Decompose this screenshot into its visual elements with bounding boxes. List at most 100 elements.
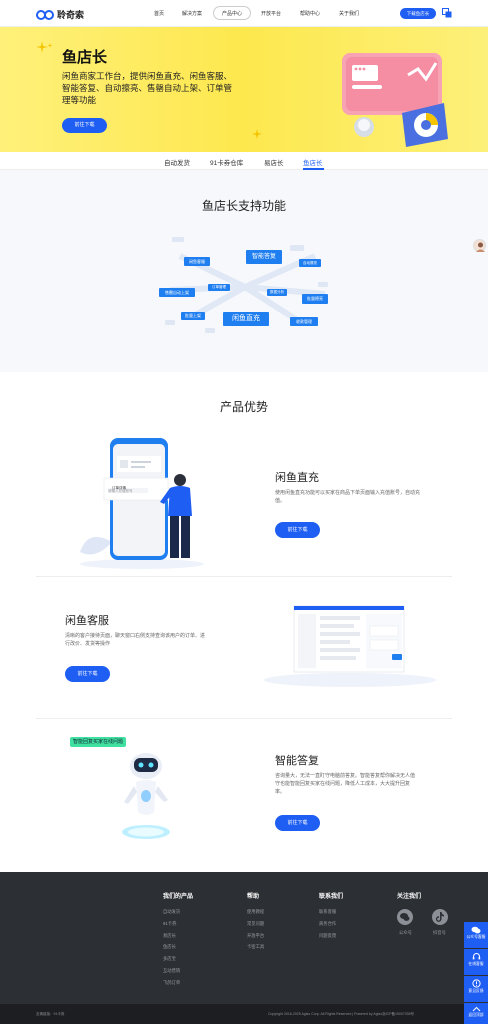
tab-91-coupon[interactable]: 91卡券仓库: [210, 160, 244, 167]
wechat-icon: [471, 926, 481, 934]
mock-order-label: 订单详情: [112, 486, 126, 490]
wechat-icon[interactable]: [397, 909, 413, 925]
sparkle-small-icon: [252, 129, 262, 139]
footer-products-heading: 我们的产品: [163, 894, 194, 900]
robot-illustration: [122, 753, 170, 839]
footer-link[interactable]: 联系客服: [319, 909, 337, 914]
footer-link[interactable]: 多店宝: [163, 956, 176, 961]
nav-home[interactable]: 首页: [154, 11, 165, 17]
arrow-up-icon: [472, 1006, 480, 1012]
feature-xianyu-recharge: 闲鱼直充: [223, 312, 269, 326]
side-label: 意见反馈: [468, 989, 484, 993]
features-section: 鱼店长支持功能 智能答复 闲鱼客服 批量上架 售罄自动上架 订单管理 自动擦亮 …: [0, 170, 488, 372]
footer-bottom-bar: 友情链接：91卡券 Copyright 2016-2025 Agiso Corp…: [0, 1004, 488, 1024]
footer-link[interactable]: 卡密工具: [247, 944, 265, 949]
feature-payment-management: 收款管理: [290, 317, 318, 326]
chip-placeholder: [165, 320, 175, 325]
feature-auto-polish: 自动擦亮: [299, 259, 321, 267]
wechat-label: 公众号: [399, 930, 412, 935]
adv-service-download-button[interactable]: 前往下载: [65, 666, 110, 682]
adv-smart-reply-desc: 咨询量大，无法一直盯守电脑前答复。智能答复帮你解决无人值守也能智能回复买家在线问…: [275, 773, 416, 795]
tab-auto-delivery[interactable]: 自动发货: [164, 160, 190, 167]
feature-batch-listing: 批量上架: [181, 312, 205, 320]
footer-link[interactable]: 常见问题: [247, 921, 265, 926]
feature-xianyu-service: 闲鱼客服: [184, 257, 210, 266]
hero-title: 鱼店长: [62, 49, 108, 66]
feature-batch-polish: 批量擦亮: [302, 294, 328, 304]
chip-placeholder: [290, 245, 304, 251]
side-label: 在线客服: [468, 962, 484, 966]
friend-links[interactable]: 友情链接：91卡券: [36, 1012, 65, 1016]
chip-placeholder: [318, 282, 328, 287]
hero-download-button[interactable]: 前往下载: [62, 118, 107, 133]
footer-follow-heading: 关注我们: [397, 894, 422, 900]
footer: 我们的产品 自动发货 91卡券 易店长 鱼店长 多店宝 互动营销 飞鸽订单 帮助…: [0, 872, 488, 1004]
adv-recharge-download-button[interactable]: 前往下载: [275, 522, 320, 538]
adv-recharge-title: 闲鱼直充: [275, 472, 319, 484]
smart-reply-badge: 智能回复买家在线问题: [70, 737, 127, 747]
footer-link[interactable]: 91卡券: [163, 921, 177, 926]
footer-link[interactable]: 开放平台: [247, 933, 265, 938]
chip-placeholder: [172, 237, 184, 242]
nav-solutions[interactable]: 解决方案: [182, 11, 203, 17]
chip-placeholder: [205, 328, 215, 333]
hero-description: 闲鱼商家工作台，提供闲鱼直充、闲鱼客服、智能答复、自动擦亮、售罄自动上架、订单管…: [62, 71, 233, 105]
footer-help-heading: 帮助: [247, 894, 260, 900]
logo-text: 聆奇索: [57, 10, 85, 20]
service-illustration: [264, 605, 436, 687]
douyin-label: 抖音号: [433, 930, 446, 935]
nav-about[interactable]: 关于我们: [339, 11, 360, 17]
side-wechat-service[interactable]: 公众号客服: [464, 922, 488, 948]
adv-service-title: 闲鱼客服: [65, 615, 109, 627]
nav-help[interactable]: 帮助中心: [300, 11, 321, 17]
advantages-title: 产品优势: [219, 400, 268, 414]
side-feedback[interactable]: 意见反馈: [464, 976, 488, 1002]
footer-link[interactable]: 自动发货: [163, 909, 181, 914]
hero-illustration: [342, 53, 448, 147]
sparkle-icon: [36, 41, 53, 53]
side-back-to-top[interactable]: 返回顶部: [464, 1003, 488, 1024]
mock-account-hint: 请输入充值账号: [108, 489, 133, 493]
feature-order-management: 订单管理: [208, 284, 230, 291]
footer-link[interactable]: 飞鸽订单: [163, 980, 181, 985]
side-online-service[interactable]: 在线客服: [464, 949, 488, 975]
nav-open-platform[interactable]: 开放平台: [261, 11, 282, 17]
side-label: 公众号客服: [466, 935, 486, 939]
tab-yidianzhang[interactable]: 易店长: [264, 160, 284, 167]
product-subnav: 自动发货 91卡券仓库 易店长 鱼店长: [0, 152, 488, 170]
adv-recharge-desc: 使用闲鱼直充功能可以买家在商品下单页面输入充值账号，自动充值。: [275, 490, 421, 504]
active-tab-underline: [303, 168, 324, 170]
adv-service-desc: 清晰的客户接待页面，聊天窗口右侧支持查询该用户的订单、进行改价、发货等操作: [65, 633, 206, 647]
adv-smart-reply-download-button[interactable]: 前往下载: [275, 815, 320, 831]
features-title: 鱼店长支持功能: [201, 199, 286, 213]
footer-link[interactable]: 问题反馈: [319, 933, 337, 938]
section-divider: [36, 718, 452, 719]
nav-products[interactable]: 产品中心: [222, 11, 243, 17]
language-icon[interactable]: [442, 8, 452, 18]
adv-smart-reply-title: 智能答复: [275, 755, 319, 767]
footer-link[interactable]: 易店长: [163, 933, 176, 938]
section-divider: [36, 576, 452, 577]
recharge-illustration: [80, 438, 204, 569]
douyin-icon[interactable]: [432, 909, 448, 925]
footer-link[interactable]: 商务合作: [319, 921, 337, 926]
feedback-icon: [471, 979, 481, 988]
copyright: Copyright 2016-2025 Agiso Corp. All Righ…: [268, 1012, 415, 1016]
footer-link[interactable]: 鱼店长: [163, 944, 176, 949]
avatar[interactable]: [473, 239, 486, 252]
header-download-button[interactable]: 下载鱼店长: [400, 8, 436, 19]
feature-data-analysis: 数据分析: [267, 289, 287, 296]
side-label: 返回顶部: [468, 1013, 484, 1017]
footer-link[interactable]: 互动营销: [163, 968, 181, 973]
header: 聆奇索 首页 解决方案 产品中心 开放平台 帮助中心 关于我们 下载鱼店长: [0, 0, 488, 27]
nav-active-pill: [213, 6, 251, 20]
hero-banner: 鱼店长 闲鱼商家工作台，提供闲鱼直充、闲鱼客服、智能答复、自动擦亮、售罄自动上架…: [0, 27, 488, 152]
feature-smart-reply: 智能答复: [246, 250, 282, 264]
logo-icon: [36, 9, 54, 20]
footer-link[interactable]: 使用教程: [247, 909, 265, 914]
tab-yudianzhang[interactable]: 鱼店长: [303, 160, 323, 167]
feature-soldout-relist: 售罄自动上架: [159, 288, 195, 297]
headset-icon: [472, 953, 480, 960]
footer-contact-heading: 联系我们: [319, 894, 344, 900]
logo[interactable]: 聆奇索: [36, 8, 84, 21]
